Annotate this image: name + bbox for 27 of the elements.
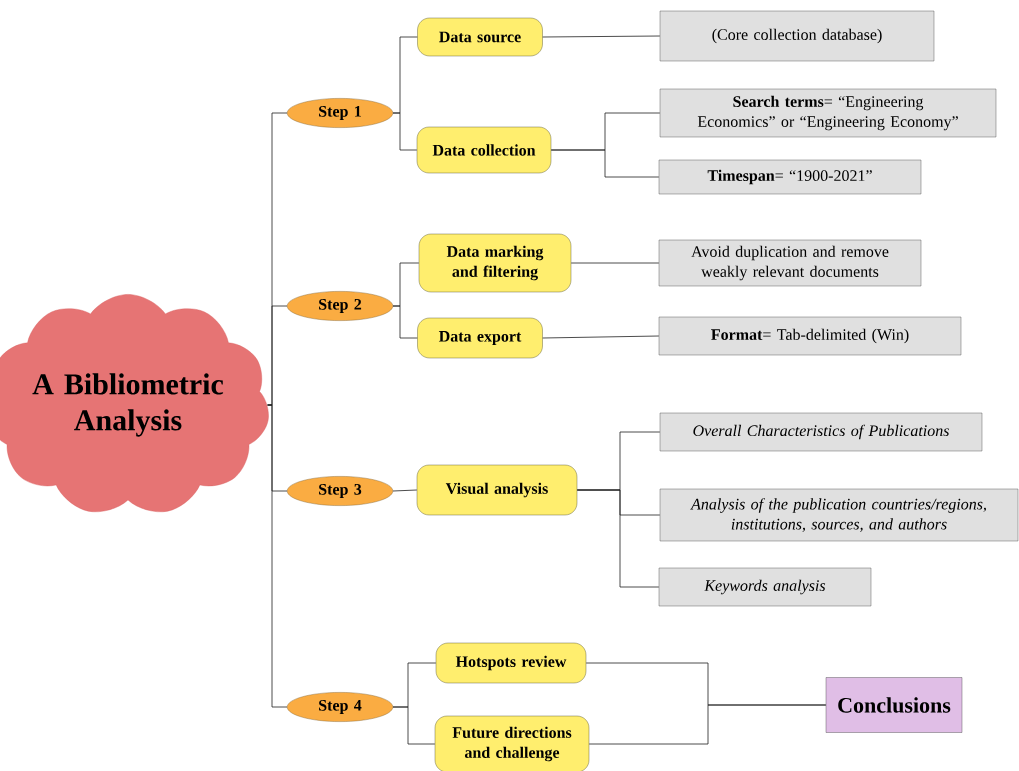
- info-box: Avoid duplication and remove weakly relevant documents: [658, 239, 922, 287]
- info-box: Keywords analysis: [658, 567, 872, 607]
- connector-line: [267, 404, 288, 708]
- connector-line: [542, 35, 661, 38]
- rounded-box: Data export: [417, 317, 543, 359]
- info-box: (Core collection database): [659, 10, 935, 62]
- rounded-box: Future directions and challenge: [434, 715, 590, 771]
- connector-line: [588, 704, 827, 745]
- info-box: Search terms= “Engineering Economics” or “Engineering Economy”: [659, 88, 997, 138]
- rounded-box: Visual analysis: [416, 464, 578, 516]
- connector-line: [392, 305, 418, 339]
- connector-line: [392, 489, 418, 492]
- rounded-box: Data collection: [416, 126, 552, 174]
- connector-line: [542, 335, 660, 339]
- info-box: Format= Tab-delimited (Win): [658, 316, 962, 356]
- connector-line: [550, 149, 660, 178]
- info-box: Overall Characteristics of Publications: [659, 412, 983, 452]
- connector-line: [576, 489, 660, 588]
- info-box: Timespan= “1900-2021”: [658, 159, 922, 195]
- connector-line: [392, 112, 418, 151]
- connector-line: [392, 706, 436, 745]
- conclusion-box: Conclusions: [825, 677, 963, 733]
- rounded-box: Data source: [417, 17, 543, 57]
- rounded-box: Hotspots review: [435, 642, 587, 684]
- rounded-box: Data marking and filtering: [418, 233, 572, 293]
- info-box: Analysis of the publication countries/regions, institutions, sources, and authors: [659, 488, 1019, 542]
- connector-line: [570, 262, 660, 264]
